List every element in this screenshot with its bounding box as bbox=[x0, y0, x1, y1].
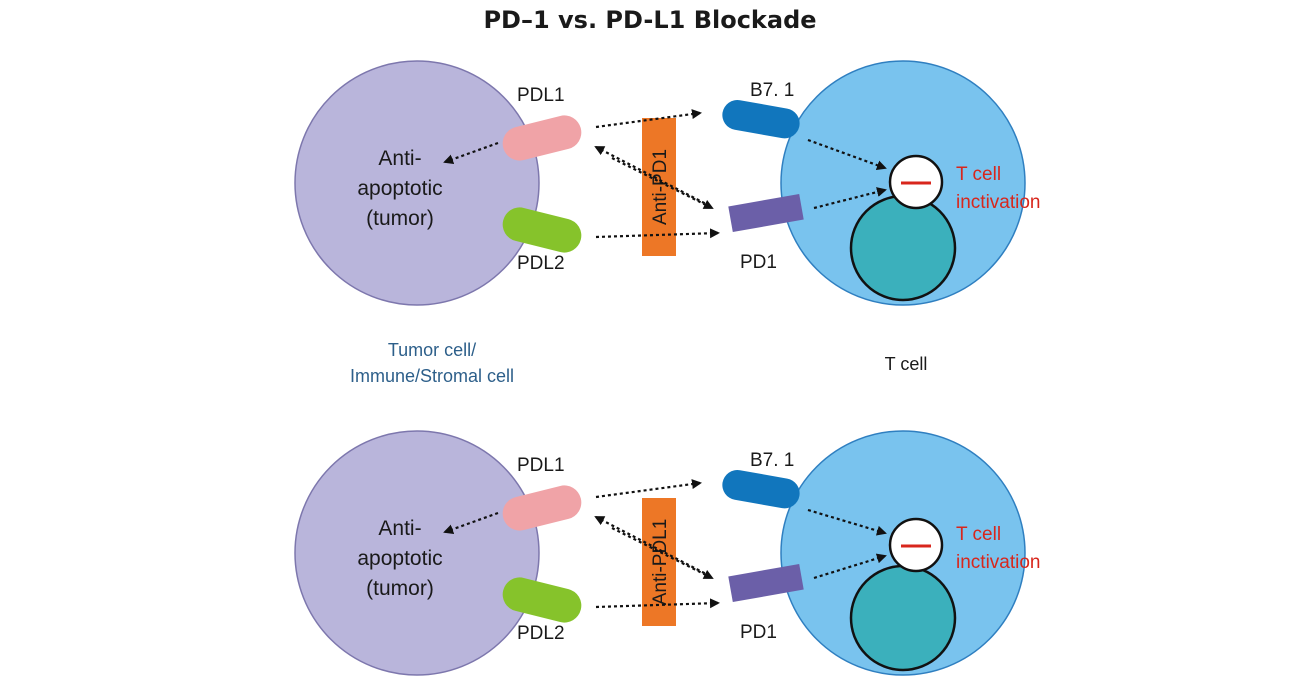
nucleus bbox=[849, 564, 957, 672]
tumor-cell-caption-line-2: Immune/Stromal cell bbox=[350, 366, 514, 386]
pdl2-label: PDL2 bbox=[517, 623, 565, 644]
drug-box bbox=[642, 118, 676, 256]
pd1-label: PD1 bbox=[740, 622, 777, 643]
tumor-text-line-3: (tumor) bbox=[366, 577, 434, 600]
tumor-text-line-1: Anti- bbox=[378, 517, 421, 540]
inhibition-text-line-1: T cell bbox=[956, 524, 1001, 545]
nucleus bbox=[849, 194, 957, 302]
arrow-pdl1-to-pd1 bbox=[611, 157, 714, 209]
tumor-text-line-2: apoptotic bbox=[357, 177, 442, 200]
tumor-cell-caption-line-1: Tumor cell/ bbox=[388, 340, 476, 360]
panel-anti-pdl1: Anti- apoptotic (tumor) PDL1 PDL2 B7. 1 … bbox=[294, 430, 1041, 676]
b71-receptor bbox=[722, 100, 800, 139]
arrow-pd1-to-node bbox=[813, 187, 887, 210]
pdl1-label: PDL1 bbox=[517, 455, 565, 476]
pd1-receptor bbox=[728, 563, 804, 603]
inhibition-text-line-2: inctivation bbox=[956, 552, 1041, 573]
t-cell-caption: T cell bbox=[885, 354, 928, 374]
drug-label: Anti-PDL1 bbox=[650, 519, 671, 606]
tumor-text-line-1: Anti- bbox=[378, 147, 421, 170]
pdl1-label: PDL1 bbox=[517, 85, 565, 106]
pdl1-receptor bbox=[502, 485, 582, 531]
b71-label: B7. 1 bbox=[750, 80, 794, 101]
b71-receptor bbox=[722, 470, 800, 509]
tumor-text-line-2: apoptotic bbox=[357, 547, 442, 570]
panel-anti-pd1: Anti- apoptotic (tumor) PDL1 PDL2 B7. 1 … bbox=[294, 60, 1041, 306]
arrow-b71-to-node bbox=[807, 138, 887, 170]
pdl2-receptor bbox=[502, 577, 582, 623]
tumor-text-line-3: (tumor) bbox=[366, 207, 434, 230]
inhibition-text-line-1: T cell bbox=[956, 164, 1001, 185]
pdl2-receptor bbox=[502, 207, 582, 253]
arrow-b71-to-node bbox=[807, 508, 887, 536]
arrow-pdl2-to-pd1 bbox=[595, 228, 720, 239]
arrow-pdl1-to-pd1 bbox=[611, 527, 714, 579]
tumor-cell bbox=[294, 60, 540, 306]
drug-label: Anti-PD1 bbox=[650, 149, 671, 225]
pd1-receptor bbox=[728, 193, 804, 233]
pdl1-receptor bbox=[502, 115, 582, 161]
figure-title: PD–1 vs. PD-L1 Blockade bbox=[483, 6, 817, 34]
pdl2-label: PDL2 bbox=[517, 253, 565, 274]
arrow-pd1-to-node bbox=[813, 553, 887, 580]
pd1-label: PD1 bbox=[740, 252, 777, 273]
inhibition-text-line-2: inctivation bbox=[956, 192, 1041, 213]
arrow-pdl1-to-b71 bbox=[595, 479, 702, 499]
arrow-pdl2-to-pd1 bbox=[595, 598, 720, 609]
tumor-cell bbox=[294, 430, 540, 676]
b71-label: B7. 1 bbox=[750, 450, 794, 471]
